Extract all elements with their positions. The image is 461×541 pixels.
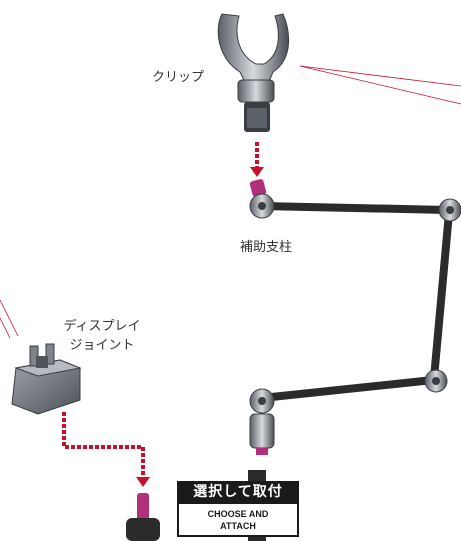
badge-subtitle: CHOOSE AND ATTACH xyxy=(177,504,299,537)
choose-attach-badge: 選択して取付 CHOOSE AND ATTACH xyxy=(177,481,299,541)
clip-label: クリップ xyxy=(152,70,205,85)
display-joint-label-line1: ディスプレイ xyxy=(63,319,141,334)
arrow-joint-to-base xyxy=(62,412,145,478)
badge-title: 選択して取付 xyxy=(177,481,299,504)
leader-lines xyxy=(0,65,461,339)
badge-subtitle-line2: ATTACH xyxy=(220,521,256,531)
arrow-clip-to-arm xyxy=(250,142,264,177)
display-joint-label-line2: ジョイント xyxy=(69,338,135,353)
badge-subtitle-line1: CHOOSE AND xyxy=(207,509,269,519)
clip-part xyxy=(217,13,290,132)
support-arm-label: 補助支柱 xyxy=(240,240,293,255)
support-arm-part xyxy=(249,179,461,455)
arrow-head xyxy=(136,477,150,487)
display-joint-label: ディスプレイ ジョイント xyxy=(60,315,144,353)
display-joint-part xyxy=(11,343,82,415)
